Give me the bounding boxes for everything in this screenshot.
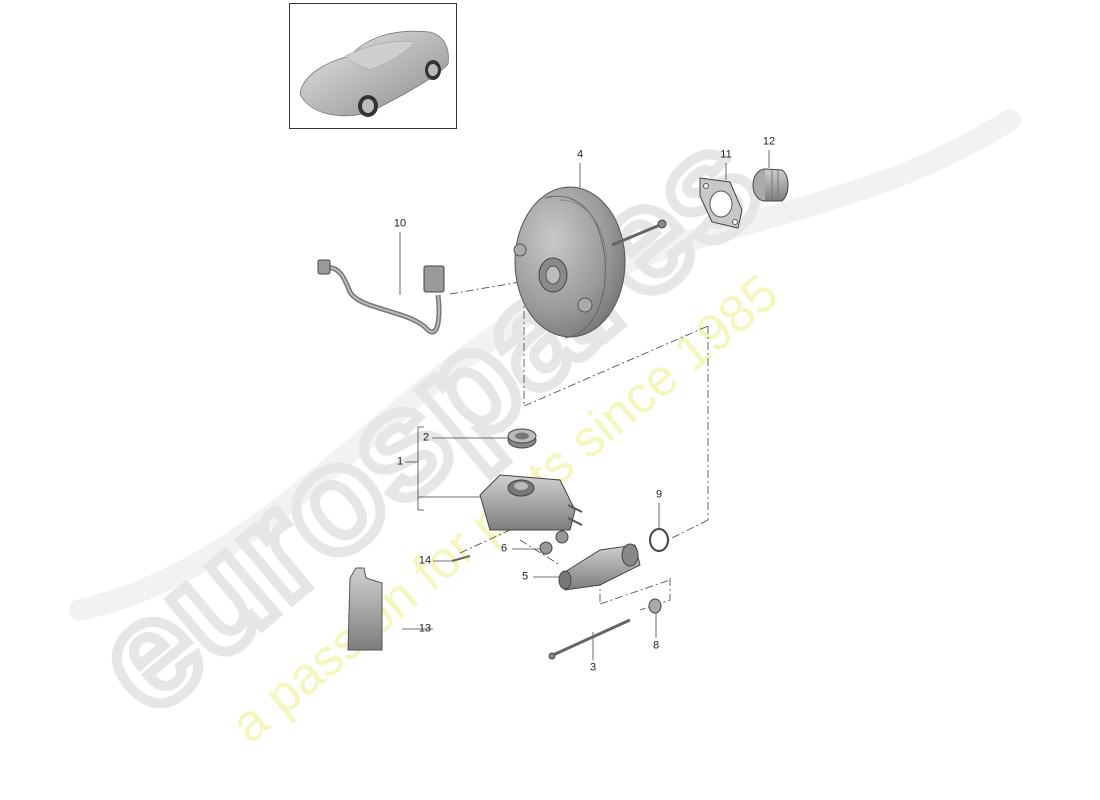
- callout-3[interactable]: 3: [589, 661, 597, 674]
- callout-4[interactable]: 4: [576, 148, 584, 161]
- callout-1[interactable]: 1: [396, 455, 404, 468]
- grommet: [752, 168, 789, 202]
- gasket: [699, 177, 743, 229]
- callout-6[interactable]: 6: [500, 542, 508, 555]
- callout-5[interactable]: 5: [521, 570, 529, 583]
- vehicle-thumbnail: [289, 3, 457, 129]
- callout-2[interactable]: 2: [422, 431, 430, 444]
- brake-booster: [513, 186, 667, 339]
- fluid-reservoir: [479, 474, 583, 531]
- car-icon: [299, 30, 449, 117]
- reservoir-cap: [507, 428, 537, 449]
- callout-10[interactable]: 10: [393, 217, 407, 230]
- callout-11[interactable]: 11: [720, 148, 732, 161]
- vacuum-hose: [317, 259, 445, 335]
- callout-9[interactable]: 9: [655, 488, 663, 501]
- brake-fluid-bottle: [347, 567, 383, 651]
- master-cylinder: [558, 543, 641, 591]
- callout-12[interactable]: 12: [762, 135, 776, 148]
- callout-13[interactable]: 13: [418, 622, 432, 635]
- callout-14[interactable]: 14: [418, 554, 432, 567]
- callout-8[interactable]: 8: [652, 639, 660, 652]
